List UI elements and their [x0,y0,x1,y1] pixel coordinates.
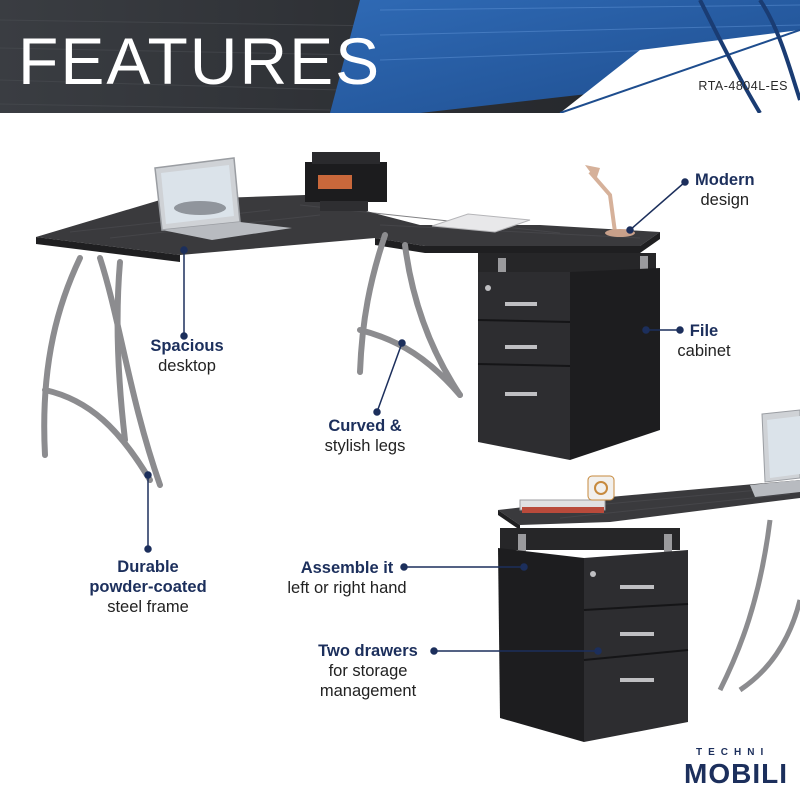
callout-drawers-text2: management [319,682,417,700]
callout-spacious-title: Spacious [150,337,224,355]
callout-modern-design: Modern design [695,170,755,210]
banner-background [0,0,800,113]
callout-curved-legs: Curved & stylish legs [312,416,418,456]
callout-spacious-text: desktop [158,357,216,375]
callout-durable-text: steel frame [107,598,189,616]
desk-illustration [36,152,800,742]
logo-top-text: TECHNI [696,747,770,758]
features-banner: FEATURES RTA-4804L-ES [0,0,800,113]
callout-durable-frame: Durable powder-coated steel frame [78,557,218,617]
callout-two-drawers: Two drawers for storage management [306,641,430,701]
callout-assemble-text: left or right hand [287,579,407,597]
callout-modern-title: Modern [695,171,755,189]
techni-mobili-logo: TECHNI MOBILI [684,747,794,797]
callout-pointers [144,178,689,655]
callout-modern-text: design [700,191,750,209]
callout-durable-title1: Durable [117,558,179,576]
callout-drawers-title: Two drawers [318,642,418,660]
steel-frame [41,232,463,488]
callout-curved-text: stylish legs [324,437,406,455]
callout-file-cabinet: File cabinet [670,321,738,361]
callout-spacious-desktop: Spacious desktop [142,336,232,376]
model-number: RTA-4804L-ES [698,79,788,93]
callout-file-text: cabinet [677,342,731,360]
callout-drawers-text1: for storage [328,662,408,680]
page-title: FEATURES [18,24,382,98]
callout-durable-title2: powder-coated [89,578,207,596]
logo-bottom-text: MOBILI [684,758,788,789]
callout-assemble: Assemble it left or right hand [268,558,426,598]
callout-assemble-title: Assemble it [300,559,394,577]
callout-curved-title: Curved & [328,417,402,435]
callout-file-title: File [689,322,719,340]
